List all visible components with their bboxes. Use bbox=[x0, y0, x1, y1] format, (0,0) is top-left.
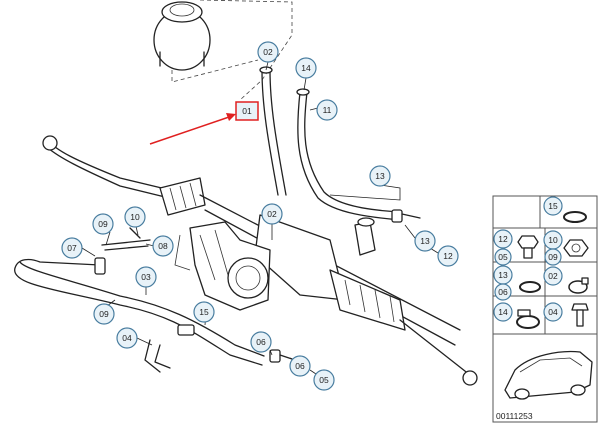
callout-01[interactable]: 01 bbox=[235, 101, 259, 121]
svg-text:05: 05 bbox=[498, 252, 508, 262]
hex-nut-icon bbox=[563, 239, 589, 257]
svg-text:15: 15 bbox=[548, 201, 558, 211]
sealing-ring-icon bbox=[519, 281, 541, 293]
svg-text:14: 14 bbox=[498, 307, 508, 317]
power-steering-pump bbox=[174, 221, 271, 311]
svg-text:12: 12 bbox=[443, 251, 453, 261]
callout-06-a[interactable]: 06 bbox=[250, 331, 272, 353]
svg-text:13: 13 bbox=[375, 171, 385, 181]
svg-text:09: 09 bbox=[98, 219, 108, 229]
diagram-number: 00111253 bbox=[496, 411, 533, 421]
hose-clamp-icon bbox=[568, 277, 589, 294]
callout-02-hose[interactable]: 02 bbox=[257, 41, 279, 63]
legend-item-06: 06 bbox=[494, 283, 512, 301]
svg-text:04: 04 bbox=[122, 333, 132, 343]
o-ring-icon bbox=[563, 211, 587, 223]
highlight-arrow bbox=[149, 113, 236, 145]
svg-text:06: 06 bbox=[295, 361, 305, 371]
svg-text:02: 02 bbox=[267, 209, 277, 219]
legend-panel: 15 12 05 10 09 bbox=[492, 195, 598, 423]
svg-text:10: 10 bbox=[130, 212, 140, 222]
svg-text:03: 03 bbox=[141, 272, 151, 282]
car-silhouette-icon bbox=[504, 350, 593, 400]
bolt-icon bbox=[571, 303, 589, 327]
svg-text:02: 02 bbox=[548, 271, 558, 281]
svg-text:14: 14 bbox=[301, 63, 311, 73]
callout-10[interactable]: 10 bbox=[124, 206, 146, 228]
callout-15-hose[interactable]: 15 bbox=[193, 301, 215, 323]
supply-hose bbox=[259, 66, 287, 196]
callout-05[interactable]: 05 bbox=[313, 369, 335, 391]
callout-02-rack[interactable]: 02 bbox=[261, 203, 283, 225]
svg-text:09: 09 bbox=[548, 252, 558, 262]
svg-text:06: 06 bbox=[498, 287, 508, 297]
callout-07[interactable]: 07 bbox=[61, 237, 83, 259]
callout-03[interactable]: 03 bbox=[135, 266, 157, 288]
legend-item-02[interactable]: 02 bbox=[543, 266, 589, 294]
svg-text:07: 07 bbox=[67, 243, 77, 253]
svg-text:06: 06 bbox=[256, 337, 266, 347]
callout-label: 01 bbox=[242, 106, 252, 116]
legend-item-15[interactable]: 15 bbox=[543, 196, 587, 223]
band-clamp-icon bbox=[516, 309, 540, 329]
svg-text:05: 05 bbox=[319, 375, 329, 385]
svg-text:10: 10 bbox=[548, 235, 558, 245]
bracket bbox=[101, 227, 151, 251]
legend-item-14[interactable]: 14 bbox=[493, 302, 540, 329]
return-hose bbox=[296, 88, 421, 223]
svg-text:11: 11 bbox=[323, 105, 332, 115]
callout-14-hose[interactable]: 14 bbox=[295, 57, 317, 79]
callout-11[interactable]: 11 bbox=[316, 99, 338, 121]
legend-item-10[interactable]: 10 bbox=[543, 230, 589, 257]
callout-06-b[interactable]: 06 bbox=[289, 355, 311, 377]
callout-08[interactable]: 08 bbox=[152, 235, 174, 257]
svg-text:12: 12 bbox=[498, 234, 508, 244]
callout-13-top[interactable]: 13 bbox=[369, 165, 391, 187]
legend-item-09: 09 bbox=[544, 248, 562, 266]
svg-text:09: 09 bbox=[99, 309, 109, 319]
legend-item-13[interactable]: 13 bbox=[493, 265, 541, 293]
steering-rack bbox=[42, 135, 478, 386]
svg-text:13: 13 bbox=[420, 236, 430, 246]
pressure-hose bbox=[14, 257, 296, 373]
callout-09-top[interactable]: 09 bbox=[92, 213, 114, 235]
callout-12-right[interactable]: 12 bbox=[437, 245, 459, 267]
callout-13-right[interactable]: 13 bbox=[414, 230, 436, 252]
svg-text:08: 08 bbox=[158, 241, 168, 251]
svg-text:13: 13 bbox=[498, 270, 508, 280]
legend-item-12[interactable]: 12 bbox=[493, 229, 539, 259]
svg-text:15: 15 bbox=[199, 307, 209, 317]
banjo-bolt-icon bbox=[517, 235, 539, 259]
svg-text:04: 04 bbox=[548, 307, 558, 317]
reservoir-illustration bbox=[153, 0, 293, 101]
legend-item-04[interactable]: 04 bbox=[543, 302, 589, 327]
callout-09-bottom[interactable]: 09 bbox=[93, 303, 115, 325]
callout-04[interactable]: 04 bbox=[116, 327, 138, 349]
legend-item-05: 05 bbox=[494, 248, 512, 266]
svg-text:02: 02 bbox=[263, 47, 273, 57]
